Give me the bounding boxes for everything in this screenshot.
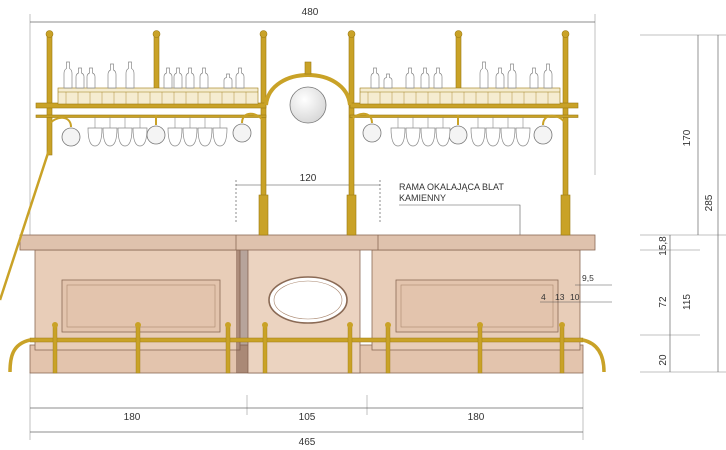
wine-glass — [117, 127, 133, 147]
bottle — [479, 61, 489, 89]
wine-glass — [485, 127, 501, 147]
bottle — [163, 67, 173, 89]
center-globe-lamp — [289, 86, 327, 124]
wine-glass — [435, 127, 451, 147]
rail-post-cap — [262, 322, 268, 328]
wine-glass — [102, 127, 118, 147]
bottle — [529, 67, 539, 89]
detail-d-label: 10 — [570, 292, 580, 302]
lower-height-label: 115 — [682, 294, 693, 310]
detail-a-label: 9,5 — [582, 273, 594, 283]
wine-glass — [500, 127, 516, 147]
rail-post — [52, 324, 58, 374]
top-dimension — [29, 14, 596, 240]
bottle — [75, 67, 85, 89]
counter-body — [19, 234, 596, 374]
bottom-dimensions — [29, 372, 584, 440]
bottle — [185, 67, 195, 89]
rail-post-cap — [347, 322, 353, 328]
lamp-globe — [61, 127, 81, 147]
annotation-leader — [399, 204, 521, 238]
rail-post-cap — [477, 322, 483, 328]
bottle — [543, 63, 553, 89]
bottle — [433, 67, 443, 89]
top-thickness-label: 15,8 — [658, 236, 669, 256]
rail-post — [225, 324, 231, 374]
rail-post — [559, 324, 565, 374]
lamp-globe — [362, 123, 382, 143]
wine-glass — [405, 127, 421, 147]
wine-glass — [212, 127, 228, 147]
bottle — [63, 61, 73, 89]
rail-post — [347, 324, 353, 374]
bottom-width-label: 465 — [299, 437, 316, 448]
wine-glass — [132, 127, 148, 147]
bottle — [125, 61, 135, 89]
detail-c-label: 13 — [555, 292, 565, 302]
wine-glass — [470, 127, 486, 147]
wine-glass — [197, 127, 213, 147]
rail-post-cap — [385, 322, 391, 328]
lamp-globe — [232, 123, 252, 143]
bottle — [86, 67, 96, 89]
wine-glass — [420, 127, 436, 147]
wine-glass — [390, 127, 406, 147]
rail-post-cap — [135, 322, 141, 328]
panel-height-label: 72 — [658, 296, 669, 308]
rail-post — [135, 324, 141, 374]
section-left-label: 180 — [124, 412, 141, 423]
rail-post-cap — [559, 322, 565, 328]
bottle — [199, 67, 209, 89]
foot-rail-posts — [52, 322, 565, 374]
annotation-line-2: KAMIENNY — [399, 193, 446, 203]
wine-glass — [87, 127, 103, 147]
hanging-glasses — [87, 117, 531, 147]
lamp-globe — [146, 125, 166, 145]
lamp-globe — [448, 125, 468, 145]
upper-height-label: 170 — [682, 129, 693, 146]
bottle — [235, 67, 245, 89]
bottle — [173, 67, 183, 89]
wine-glass — [182, 127, 198, 147]
bottle — [405, 67, 415, 89]
right-dimensions — [640, 34, 726, 373]
section-right-label: 180 — [468, 412, 485, 423]
shelf-bars — [58, 91, 560, 104]
bottle — [223, 73, 233, 89]
section-center-label: 105 — [299, 412, 316, 423]
bottle — [495, 67, 505, 89]
total-height-label: 285 — [704, 194, 715, 211]
wall-lamps — [48, 112, 566, 147]
rail-post-cap — [52, 322, 58, 328]
rail-post — [262, 324, 268, 374]
inner-span-dimension — [235, 180, 381, 222]
top-width-label: 480 — [302, 7, 319, 18]
rail-post — [477, 324, 483, 374]
bottle — [107, 63, 117, 89]
inner-span-label: 120 — [300, 173, 317, 184]
bottle — [383, 73, 393, 89]
bottles — [63, 61, 553, 89]
wine-glass — [167, 127, 183, 147]
lamp-arm — [48, 116, 72, 128]
base-height-label: 20 — [658, 354, 669, 366]
wine-glass — [515, 127, 531, 147]
detail-b-label: 4 — [541, 292, 546, 302]
lamp-arm — [241, 112, 264, 124]
rail-post-cap — [225, 322, 231, 328]
bottle — [507, 63, 517, 89]
foot-rail — [8, 337, 606, 373]
bottle — [420, 67, 430, 89]
lamp-arm — [350, 112, 373, 124]
lamp-arm — [542, 114, 566, 126]
annotation-line-1: RAMA OKALAJĄCA BLAT — [399, 182, 504, 192]
rail-post — [385, 324, 391, 374]
bottle — [370, 67, 380, 89]
lamp-globe — [533, 125, 553, 145]
